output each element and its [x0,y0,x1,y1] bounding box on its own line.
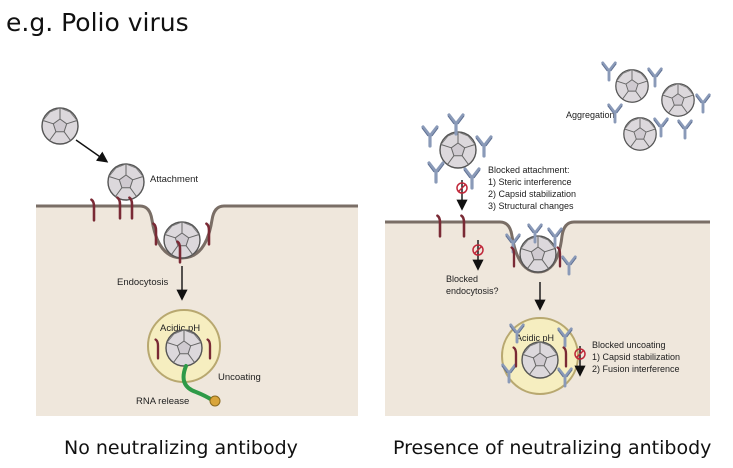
label-blocked-endocytosis-2: endocytosis? [446,286,499,296]
vpg-cap [209,395,221,407]
antibody-icon [600,61,618,82]
block-icon [472,244,484,256]
block-icon [574,348,586,360]
free-virus-icon [41,107,79,145]
label-uncoating: Uncoating [218,372,261,383]
block-icon [456,182,468,194]
blocked-uncoating-item: 2) Fusion interference [592,364,680,374]
block-icon-slash [457,183,467,193]
endosome-virus-icon [521,341,559,379]
blocked-attachment-item: 3) Structural changes [488,201,574,211]
left-panel: Attachment Endocytosis Acidic pH Uncoati… [36,86,358,416]
attached-virus-icon [107,163,145,201]
blocked-uncoating-item: 1) Capsid stabilization [592,352,680,362]
label-aggregation: Aggregation [566,110,615,120]
endocytosed-virus-icon [163,221,201,259]
page-title: e.g. Polio virus [6,8,189,37]
endosome-virus-icon [165,329,203,367]
antibody-coated-virus-icon [439,131,477,169]
blocked-attachment-item: 2) Capsid stabilization [488,189,576,199]
blocked-attachment-item: 1) Steric interference [488,177,572,187]
aggregated-virus-icon [615,69,649,103]
caption-no-antibody: No neutralizing antibody [64,437,298,459]
aggregated-virus-icon [623,117,657,151]
label-blocked-attachment: Blocked attachment: [488,165,570,175]
caption-with-antibody: Presence of neutralizing antibody [393,437,712,459]
label-endocytosis: Endocytosis [117,277,168,288]
block-icon-slash [575,349,585,359]
label-acidic-ph: Acidic pH [160,323,200,334]
label-blocked-uncoating: Blocked uncoating [592,340,666,350]
aggregated-virus-icon [661,83,695,117]
approach-arrow [75,139,109,163]
left-cytoplasm [36,206,358,416]
right-panel: Aggregation Blocked attachment: 1) Steri… [385,61,712,416]
antibody-icon [646,67,664,88]
label-blocked-endocytosis: Blocked [446,274,478,284]
label-attachment: Attachment [150,174,198,185]
pit-virus-icon [519,235,557,273]
rna-strand [181,364,214,402]
label-rna-release: RNA release [136,396,189,407]
label-acidic-ph-right: Acidic pH [516,333,554,343]
block-icon-slash [473,245,483,255]
